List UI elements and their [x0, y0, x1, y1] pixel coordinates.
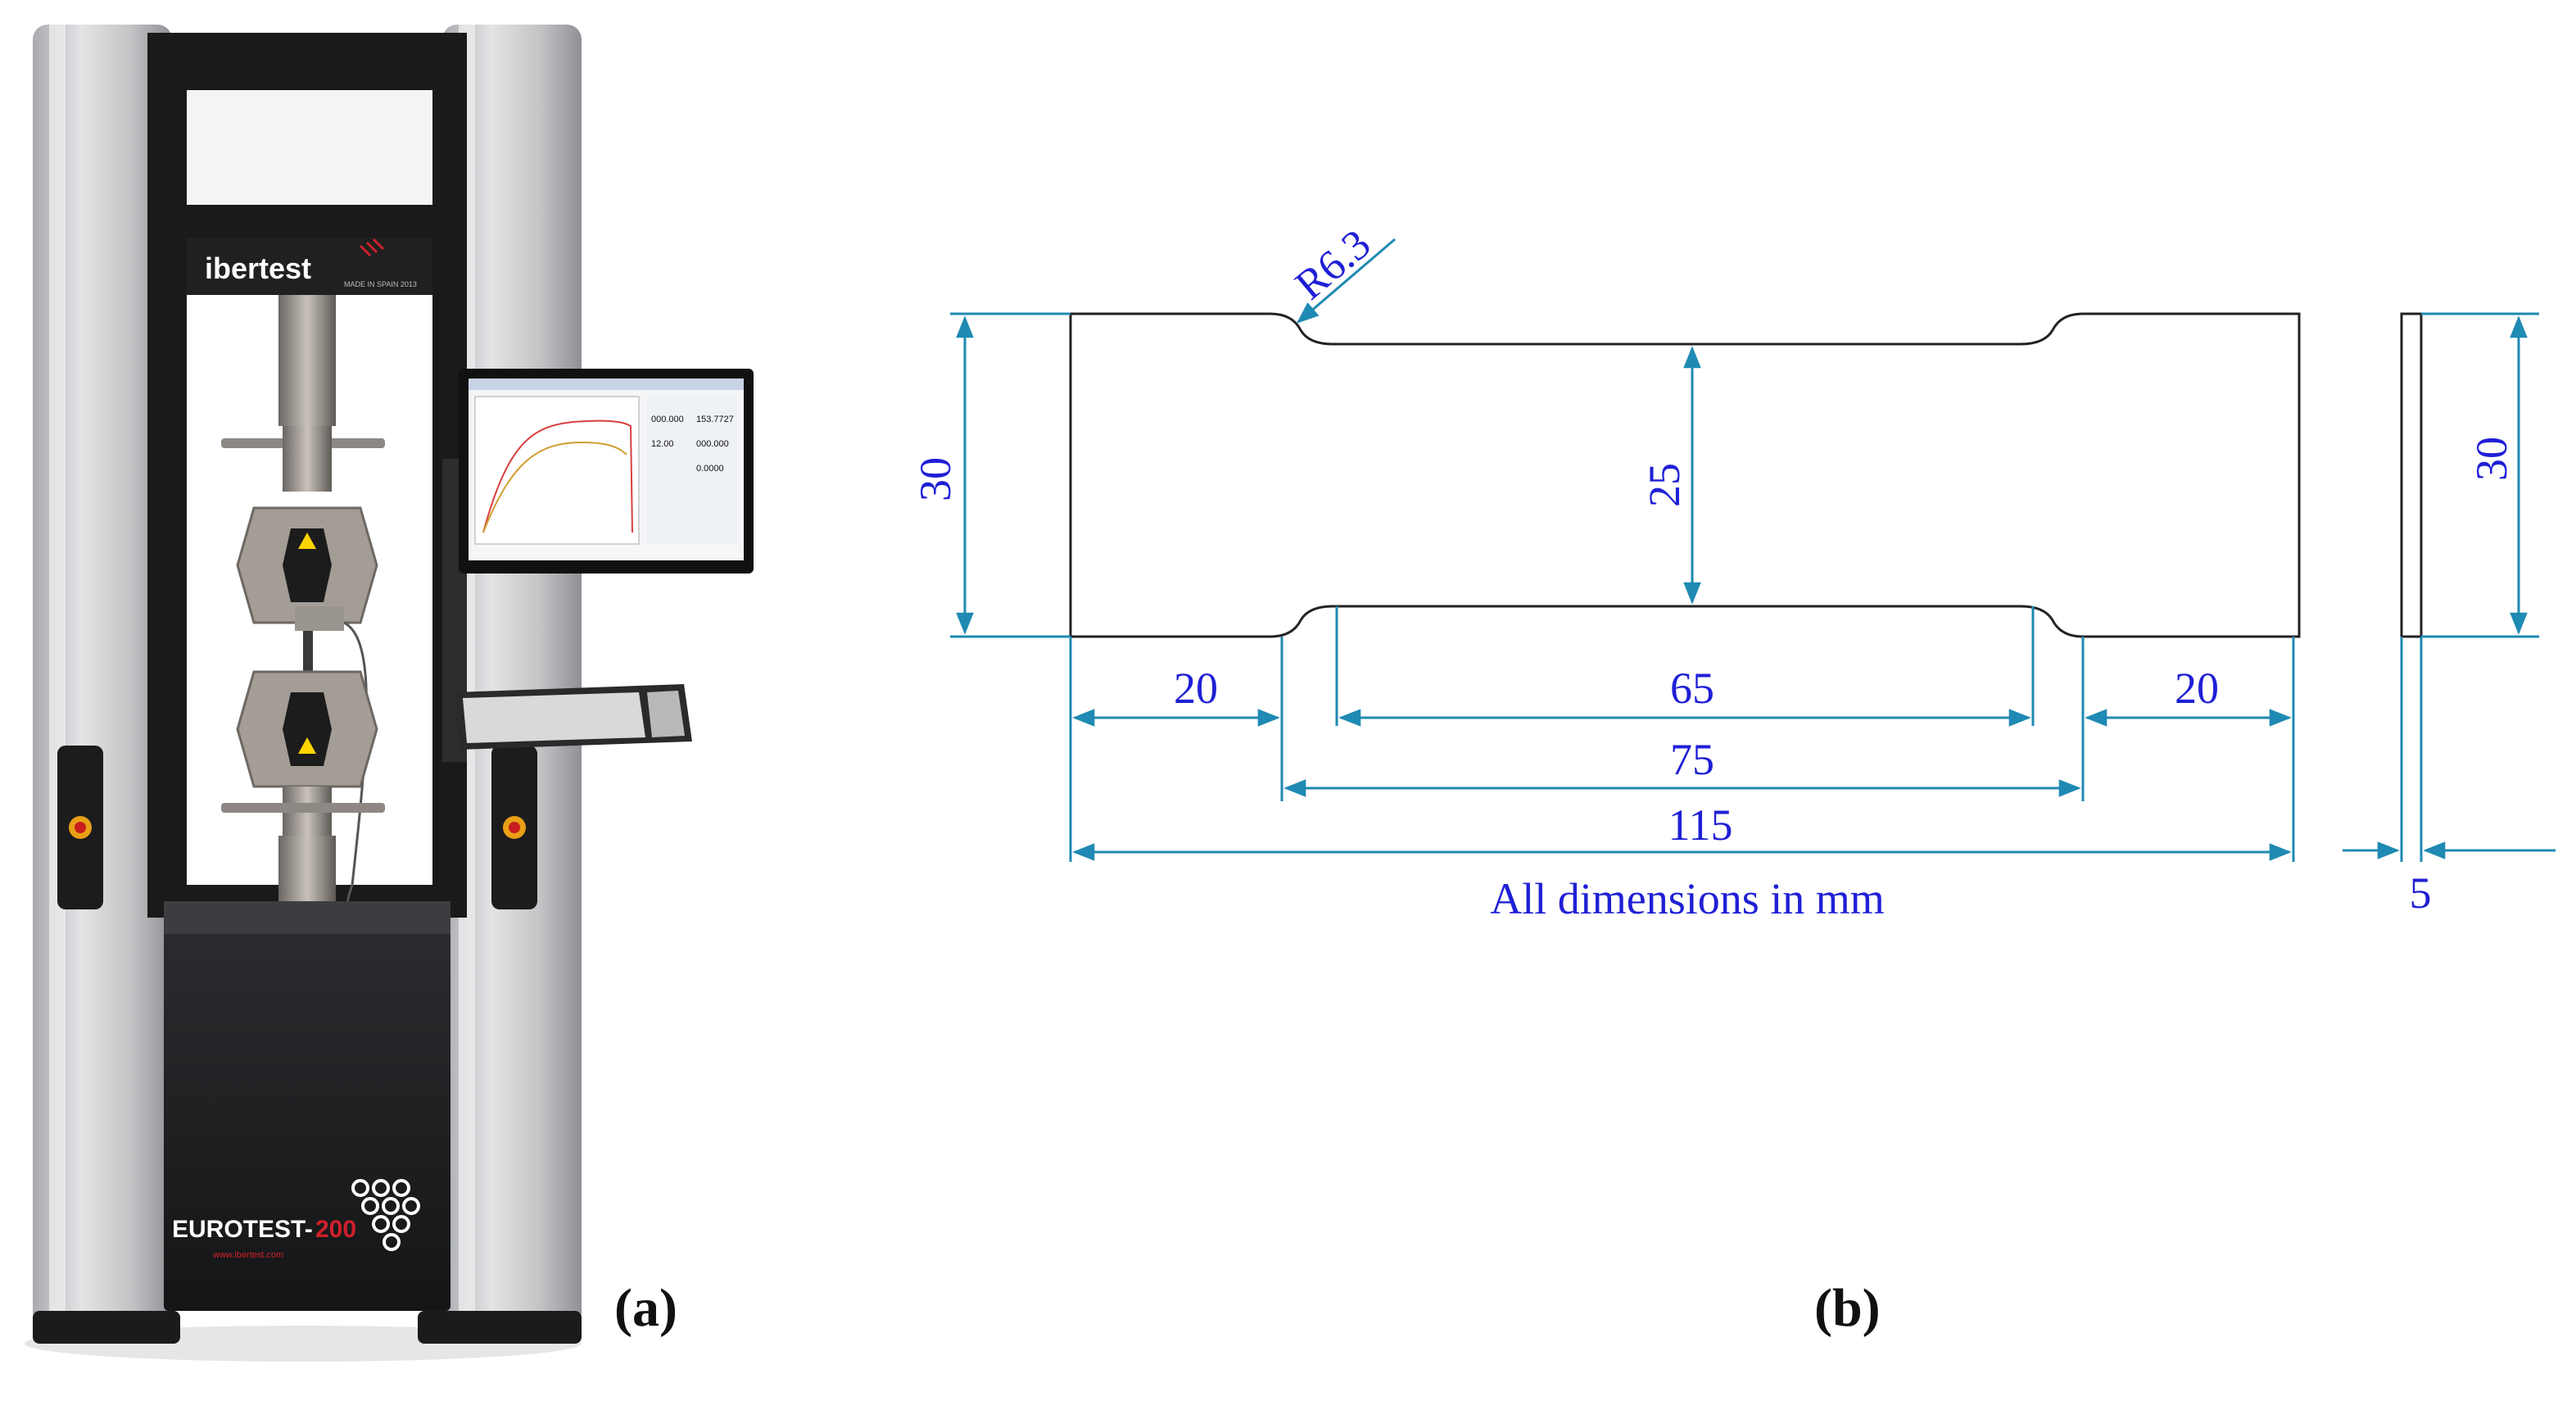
trackpad [647, 691, 685, 737]
lower-guard-bar [221, 803, 385, 813]
model-logo-dots [351, 1179, 420, 1251]
right-column [442, 25, 582, 1327]
readout-1: 000.000 [651, 415, 684, 424]
side-height-label: 30 [2467, 437, 2516, 481]
radius-leader [1296, 238, 1396, 324]
website: www.ibertest.com [212, 1250, 283, 1260]
left-grip-label: 20 [1174, 664, 1218, 713]
readout-2: 153.7727 [696, 415, 734, 424]
panel-a-testing-machine: ibertest MADE IN SPAIN 2013 EUROTEST- 20… [25, 25, 754, 1362]
left-column [33, 25, 172, 1327]
lower-actuator [278, 836, 336, 909]
extensometer [295, 606, 344, 631]
base-cabinet [164, 901, 450, 1311]
crosshead [187, 238, 432, 295]
brand-sub: MADE IN SPAIN 2013 [344, 280, 417, 288]
thickness-label: 5 [2410, 868, 2432, 918]
readout-3: 12.00 [651, 439, 674, 449]
readout-5: 0.0000 [696, 464, 724, 474]
panel-a-label: (a) [614, 1278, 677, 1338]
monitor: 000.000 153.7727 12.00 000.000 0.0000 [459, 369, 754, 574]
gauge-length-label: 65 [1670, 664, 1714, 713]
screen-readouts [647, 397, 737, 544]
brand-logo: ibertest [205, 252, 311, 285]
gauge-width-label: 25 [1640, 463, 1689, 507]
reduced-section-label: 75 [1670, 735, 1714, 784]
units-note: All dimensions in mm [1490, 874, 1885, 923]
readout-4: 000.000 [696, 439, 729, 449]
panel-b-label: (b) [1814, 1278, 1881, 1338]
specimen-side-view [2400, 312, 2423, 638]
left-foot [33, 1311, 180, 1344]
top-window [187, 90, 432, 205]
model-prefix: EUROTEST- [172, 1216, 313, 1243]
model-number: 200 [315, 1216, 356, 1243]
upper-load-cell [278, 295, 336, 426]
screen-graph [474, 396, 640, 545]
right-grip-label: 20 [2175, 664, 2219, 713]
brand-mark [359, 238, 385, 257]
grip-width-label: 30 [911, 457, 960, 501]
right-foot [418, 1311, 582, 1344]
keyboard [455, 684, 692, 750]
overall-length-label: 115 [1668, 800, 1733, 850]
radius-label: R6.3 [1287, 220, 1379, 309]
panel-b-specimen-drawing: R6.3 30 25 30 20 65 20 75 115 5 All dime… [911, 220, 2556, 1338]
